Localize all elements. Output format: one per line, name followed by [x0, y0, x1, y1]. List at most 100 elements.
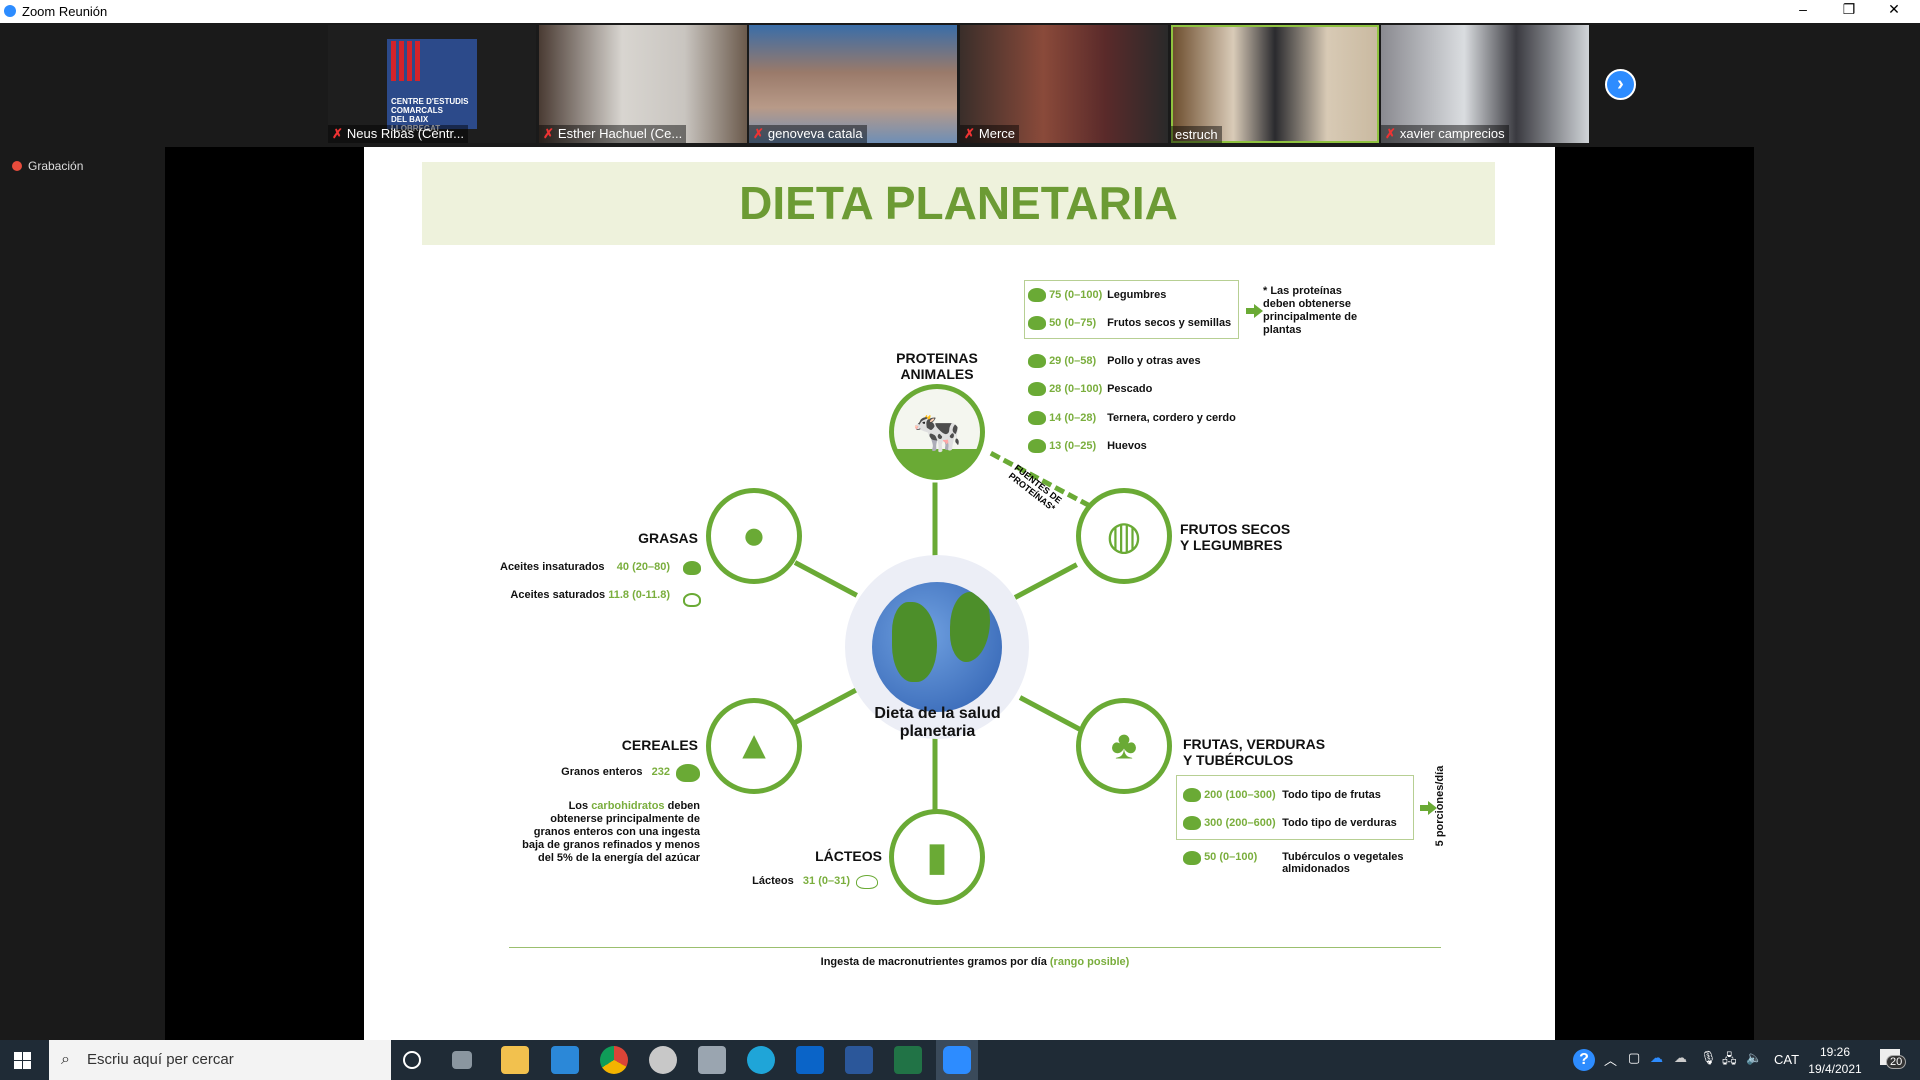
fruit-small-icon [1183, 788, 1201, 802]
protein-food-icon [1028, 411, 1046, 425]
potato-icon [1183, 851, 1201, 865]
search-icon: ⌕ [61, 1051, 70, 1068]
center-label: Dieta de la salud planetaria [874, 705, 1001, 740]
show-hidden-icons-icon[interactable]: ︿ [1604, 1053, 1618, 1068]
participant-name: xavier camprecios [1399, 126, 1505, 141]
calculator-icon[interactable] [698, 1046, 726, 1074]
windows-start-icon[interactable] [14, 1052, 31, 1069]
protein-row: 28 (0–100) Pescado [1028, 382, 1152, 396]
participant-tile[interactable]: ✗Merce [960, 25, 1168, 143]
protein-row: 13 (0–25) Huevos [1028, 439, 1147, 453]
fruta-row: 300 (200–600)Todo tipo de verduras [1183, 816, 1397, 830]
excel-icon[interactable] [894, 1046, 922, 1074]
participant-name: Esther Hachuel (Ce... [557, 126, 683, 141]
protein-value: 28 (0–100) [1049, 382, 1103, 395]
protein-name: Pollo y otras aves [1107, 354, 1201, 367]
onedrive-icon[interactable]: ☁ [1650, 1050, 1663, 1065]
participant-tile-active[interactable]: estruch [1171, 25, 1379, 143]
edge-icon[interactable] [747, 1046, 775, 1074]
node-cereales: ▲ [706, 698, 802, 794]
participant-name: Neus Ribas (Centr... [346, 126, 464, 141]
carbohidratos-note: Los carbohidratos deben obtenerse princi… [522, 800, 700, 864]
protein-value: 13 (0–25) [1049, 439, 1097, 452]
grasa-row: Aceites insaturados 40 (20–80) [500, 561, 670, 573]
outlook-icon[interactable] [796, 1046, 824, 1074]
volume-icon[interactable]: 🔈 [1746, 1050, 1763, 1065]
cereal-row: Granos enteros 232 [561, 766, 670, 778]
close-button[interactable]: ✕ [1888, 1, 1900, 17]
plant-protein-note: * Las proteínas deben obtenerse principa… [1263, 285, 1358, 336]
protein-name: Frutos secos y semillas [1107, 316, 1232, 329]
cortana-icon[interactable] [403, 1051, 421, 1069]
cow-icon: 🐄 [912, 410, 962, 455]
protein-name: Pescado [1107, 382, 1153, 395]
olive-icon: ● [741, 513, 767, 558]
zoom-logo-icon [4, 5, 16, 17]
muted-mic-icon: ✗ [332, 126, 343, 141]
slide-footer: Ingesta de macronutrientes gramos por dí… [820, 956, 1130, 968]
cereales-label: CEREALES [621, 737, 698, 753]
spoke [932, 482, 938, 563]
protein-row: 14 (0–28) Ternera, cordero y cerdo [1028, 411, 1236, 425]
protein-row: 29 (0–58) Pollo y otras aves [1028, 354, 1201, 368]
milk-cheese-icon: ▮ [925, 835, 949, 879]
language-indicator[interactable]: CAT [1774, 1052, 1800, 1067]
file-explorer-icon[interactable] [501, 1046, 529, 1074]
microphone-icon[interactable]: 🎙 [1700, 1050, 1717, 1065]
participant-name: estruch [1175, 127, 1218, 142]
muted-mic-icon: ✗ [753, 126, 764, 141]
protein-food-icon [1028, 288, 1046, 302]
protein-food-icon [1028, 316, 1046, 330]
protein-value: 14 (0–28) [1049, 411, 1097, 424]
minimize-button[interactable]: – [1799, 1, 1807, 17]
recording-label: Grabación [28, 159, 84, 173]
arrow-icon [1420, 801, 1437, 815]
protein-food-icon [1028, 382, 1046, 396]
help-icon[interactable]: ? [1573, 1049, 1595, 1071]
notifications-button[interactable]: 20 [1880, 1049, 1907, 1071]
next-participants-button[interactable]: › [1605, 69, 1636, 100]
globe-icon [872, 582, 1002, 712]
arrow-icon [1246, 304, 1263, 318]
protein-value: 75 (0–100) [1049, 288, 1103, 301]
task-view-icon[interactable] [452, 1051, 472, 1069]
protein-row: 75 (0–100)Legumbres [1028, 288, 1166, 302]
taskbar-search-input[interactable]: ⌕Escriu aquí per cercar [49, 1040, 391, 1080]
app-icon[interactable] [649, 1046, 677, 1074]
fruta-row: 200 (100–300)Todo tipo de frutas [1183, 788, 1381, 802]
mail-icon[interactable] [551, 1046, 579, 1074]
nuts-icon: ◍ [1106, 514, 1142, 558]
coconut-icon [683, 593, 701, 607]
frutas-box [1176, 775, 1414, 840]
protein-value: 29 (0–58) [1049, 354, 1097, 367]
participant-tile[interactable]: ✗xavier camprecios [1381, 25, 1589, 143]
protein-food-icon [1028, 354, 1046, 368]
grain-sack-icon: ▲ [734, 723, 774, 768]
word-icon[interactable] [845, 1046, 873, 1074]
grasas-label: GRASAS [638, 530, 698, 546]
fruit-icon: ♣ [1110, 723, 1138, 768]
participant-tile[interactable]: ✗genoveva catala [749, 25, 957, 143]
protein-name: Huevos [1107, 439, 1147, 452]
cheese-icon [856, 875, 878, 889]
zoom-taskbar-button[interactable] [936, 1040, 978, 1080]
window-titlebar: Zoom Reunión – ❐ ✕ [0, 0, 1920, 23]
muted-mic-icon: ✗ [543, 126, 554, 141]
restore-button[interactable]: ❐ [1842, 1, 1856, 17]
record-icon [12, 161, 22, 171]
cloud-icon[interactable]: ☁ [1674, 1050, 1687, 1065]
participant-tile[interactable]: ✗Esther Hachuel (Ce... [539, 25, 747, 143]
porciones-label: 5 porciones/día [1434, 765, 1446, 847]
slide-title: DIETA PLANETARIA [739, 177, 1178, 229]
meet-now-icon[interactable]: ▢ [1628, 1050, 1641, 1065]
network-icon[interactable]: 🖧 [1722, 1051, 1737, 1066]
footer-divider [509, 947, 1441, 948]
chrome-icon[interactable] [600, 1046, 628, 1074]
protein-name: Ternera, cordero y cerdo [1107, 411, 1236, 424]
window-title: Zoom Reunión [22, 4, 108, 19]
